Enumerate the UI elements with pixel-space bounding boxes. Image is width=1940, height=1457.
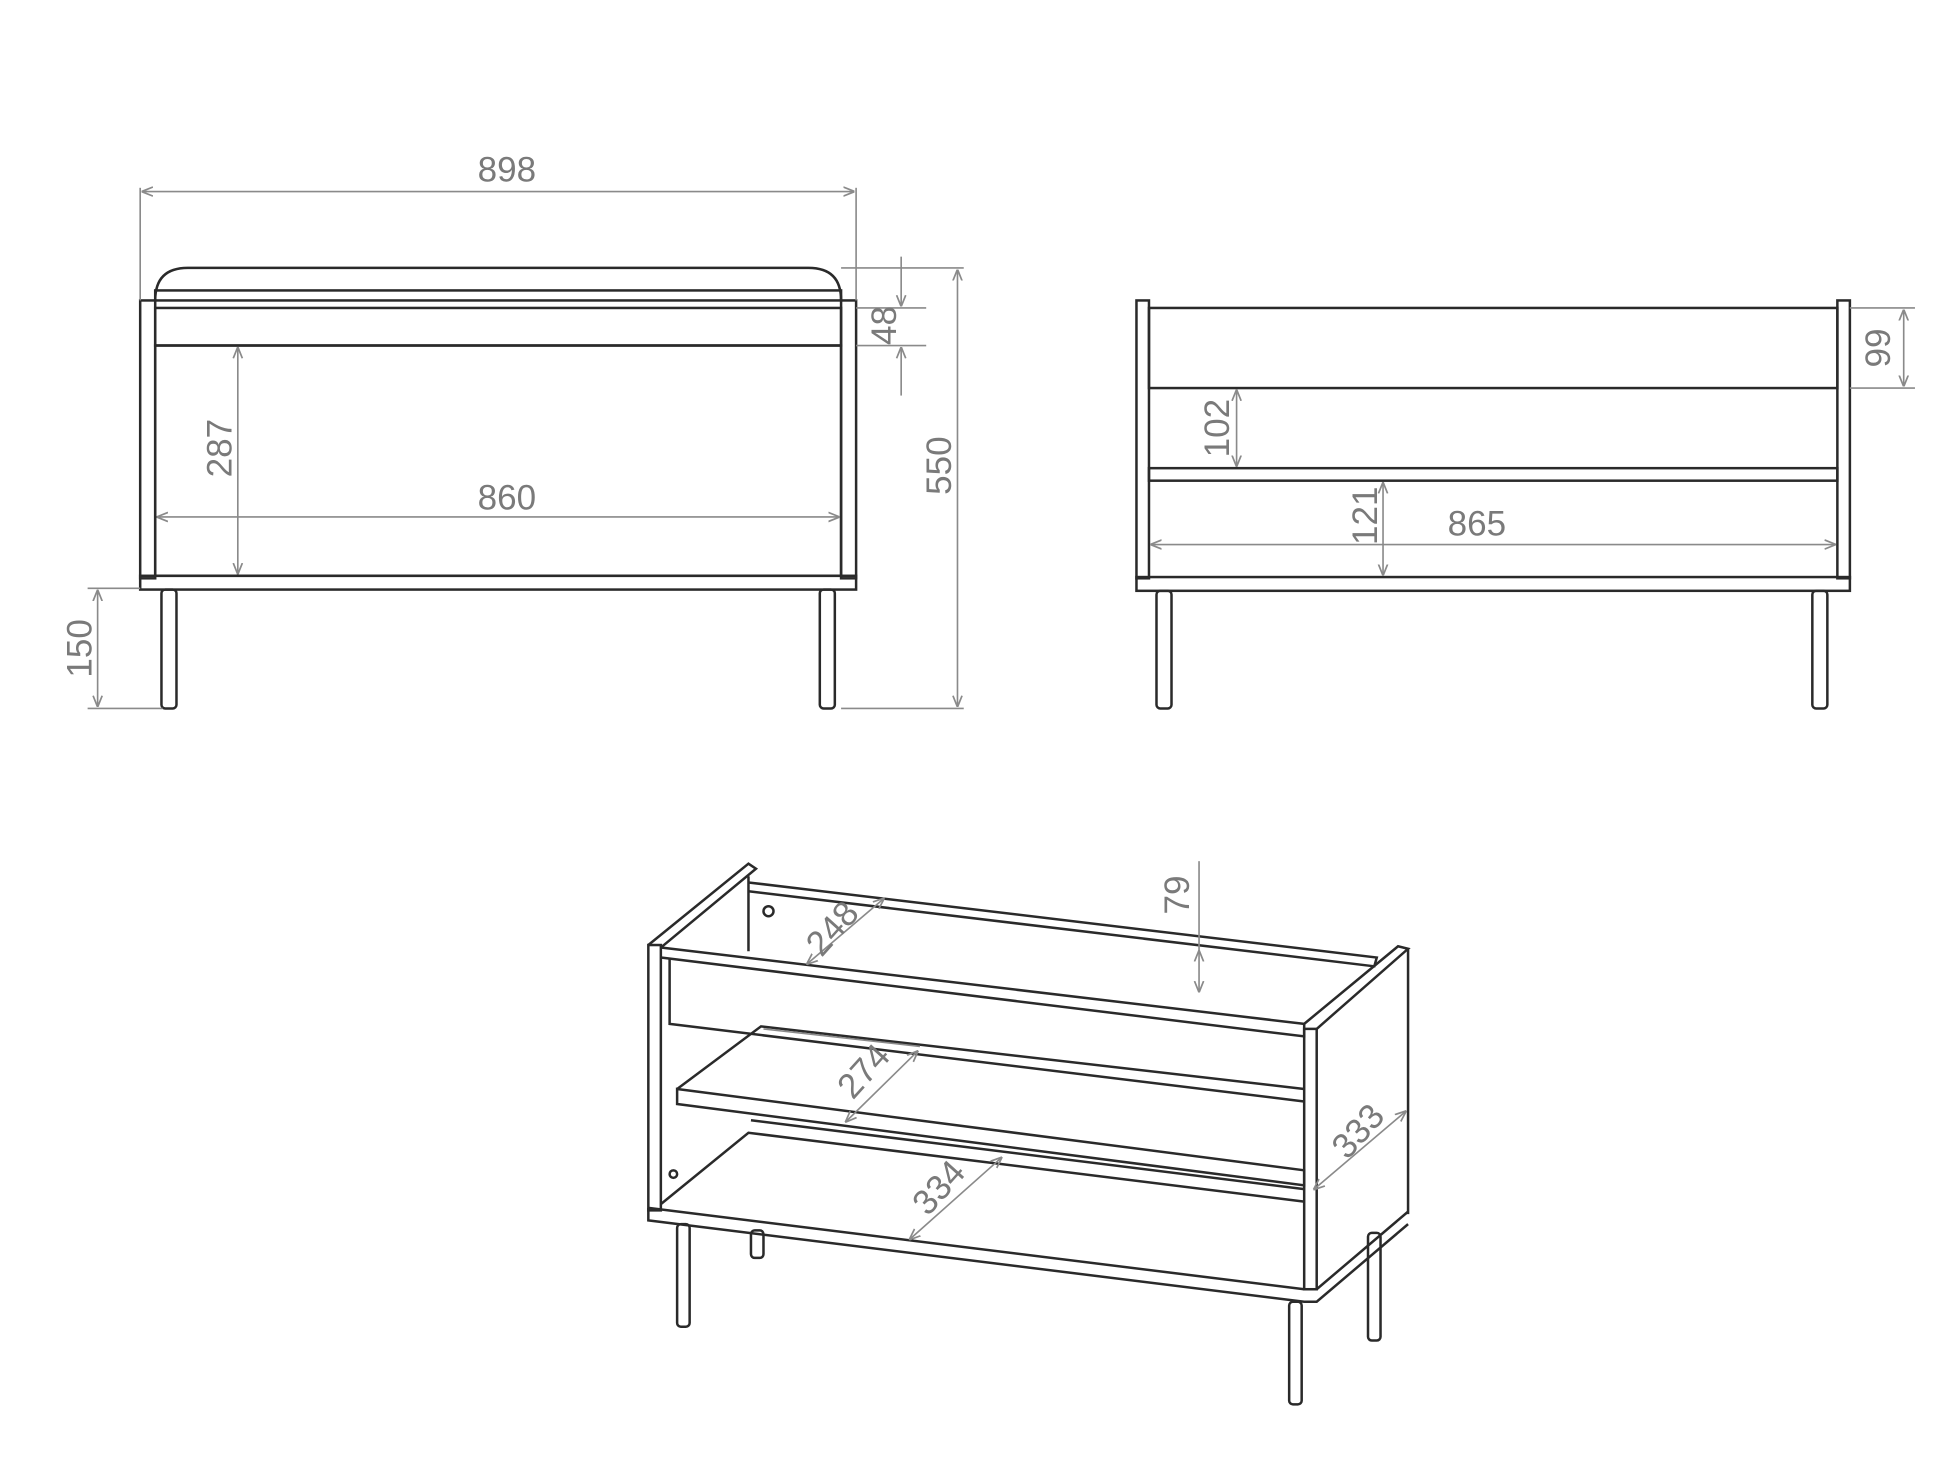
leg (675, 1222, 691, 1329)
dim-leg-height: 150 (60, 619, 99, 677)
leg (1366, 1231, 1382, 1342)
leg (818, 588, 837, 710)
cushion (153, 266, 843, 301)
leg (1287, 1300, 1303, 1406)
isometric-view: 248 79 274 333 334 (647, 861, 1411, 1406)
dim-top-height: 48 (865, 306, 904, 345)
dim-top-rail: 99 (1859, 329, 1898, 368)
dim-upper-gap: 102 (1198, 399, 1237, 457)
side-view: 99 102 121 865 (1135, 299, 1915, 710)
front-view: 898 48 550 287 860 150 (60, 151, 964, 710)
leg (749, 1229, 765, 1260)
dim-side-depth: 333 (1324, 1097, 1392, 1167)
leg (1811, 589, 1829, 710)
dim-rail: 79 (1158, 875, 1197, 914)
leg (160, 588, 178, 710)
dim-inner-width: 860 (478, 478, 536, 517)
dim-total-height: 550 (920, 436, 959, 494)
dim-inner-width: 865 (1448, 505, 1506, 544)
dim-shelf-depth: 274 (830, 1036, 898, 1106)
dim-bottom-depth: 334 (905, 1153, 973, 1223)
dim-lower-gap: 121 (1346, 486, 1385, 544)
dim-inner-height: 287 (201, 419, 240, 477)
dim-width-total: 898 (478, 151, 536, 190)
leg (1155, 589, 1173, 710)
